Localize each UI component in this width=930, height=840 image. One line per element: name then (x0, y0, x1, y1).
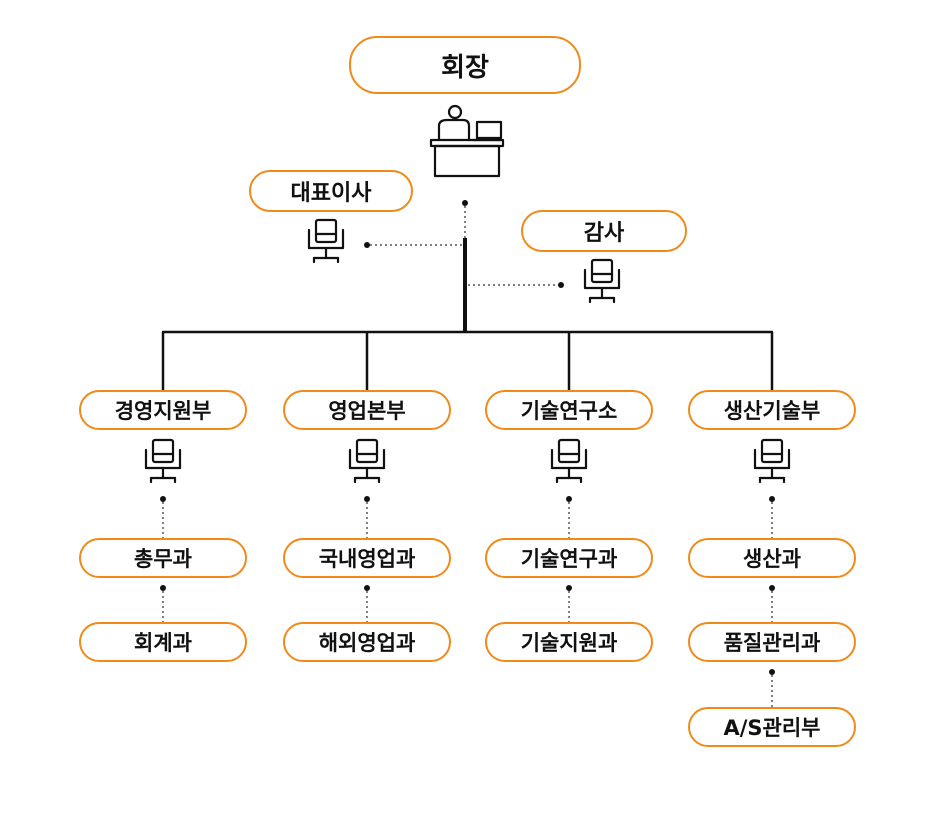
team-node: 생산과 (688, 538, 856, 578)
connector-dot (462, 200, 468, 206)
connector-dot (566, 496, 572, 502)
department-node: 생산기술부 (688, 390, 856, 430)
connector-dot (364, 242, 370, 248)
department-node: 영업본부 (283, 390, 451, 430)
team-node: 회계과 (79, 622, 247, 662)
team-node: A/S관리부 (688, 707, 856, 747)
connector-dot (769, 585, 775, 591)
department-node: 경영지원부 (79, 390, 247, 430)
office-chair-icon (753, 438, 791, 484)
department-node: 기술연구소 (485, 390, 653, 430)
office-chair-icon (144, 438, 182, 484)
office-chair-icon (348, 438, 386, 484)
team-node: 품질관리과 (688, 622, 856, 662)
team-node: 해외영업과 (283, 622, 451, 662)
connector-dot (769, 496, 775, 502)
connector-dot (160, 496, 166, 502)
office-chair-icon (583, 258, 621, 304)
chairman-node: 회장 (349, 36, 581, 94)
auditor-node: 감사 (521, 210, 687, 252)
connector-dot (769, 669, 775, 675)
connector-dot (160, 585, 166, 591)
connector-dot (558, 282, 564, 288)
ceo-node: 대표이사 (249, 170, 413, 212)
office-chair-icon (307, 218, 345, 264)
team-node: 총무과 (79, 538, 247, 578)
connector-dot (364, 496, 370, 502)
office-chair-icon (550, 438, 588, 484)
team-node: 기술지원과 (485, 622, 653, 662)
team-node: 국내영업과 (283, 538, 451, 578)
team-node: 기술연구과 (485, 538, 653, 578)
connector-dot (364, 585, 370, 591)
connector-dot (566, 585, 572, 591)
desk-person-icon (429, 104, 505, 178)
